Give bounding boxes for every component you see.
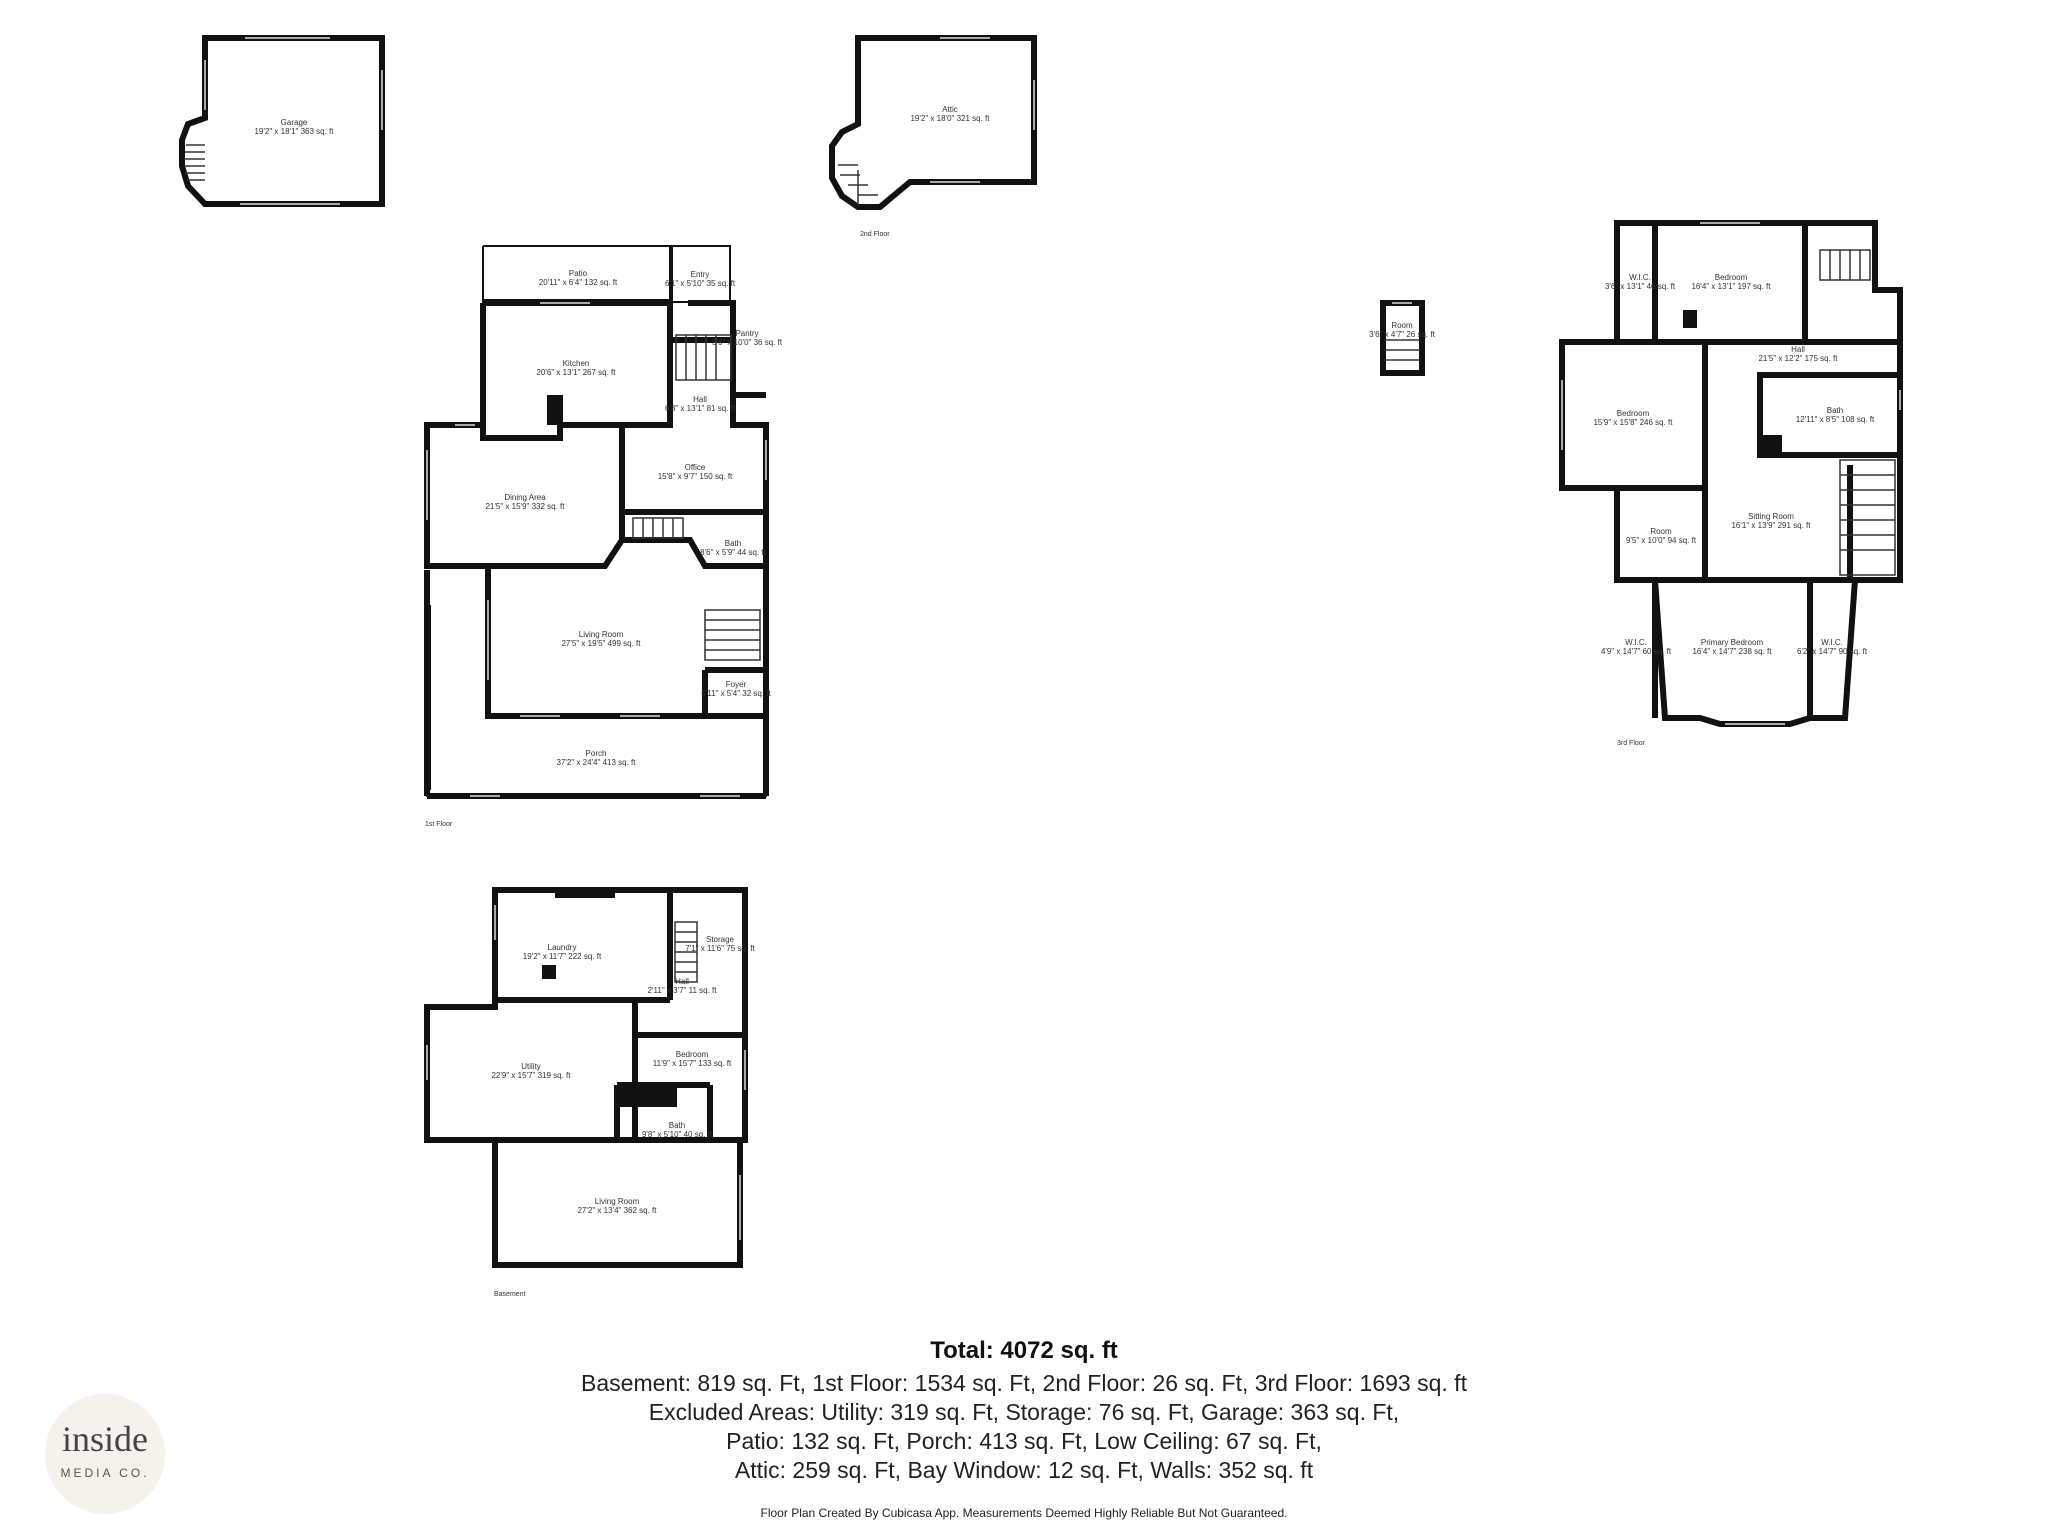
room-dims: 4'9" x 14'7" 60 sq. ft [1601, 647, 1672, 656]
room-name: Bedroom [1617, 409, 1650, 418]
room-name: W.I.C. [1821, 638, 1843, 647]
third-floor-plan: W.I.C. 3'6" x 13'1" 46 sq. ft Bedroom 16… [1559, 220, 1903, 747]
room-dims: 21'5" x 12'2" 175 sq. ft [1758, 354, 1838, 363]
room-name: Garage [281, 118, 308, 127]
floor-plan: Garage 19'2" x 18'1" 363 sq. ft Attic 19… [179, 35, 1903, 1298]
summary-line: Patio: 132 sq. Ft, Porch: 413 sq. Ft, Lo… [726, 1428, 1322, 1454]
room-name: Patio [569, 269, 588, 278]
floor-title: 1st Floor [425, 821, 453, 828]
room-name: W.I.C. [1629, 273, 1651, 282]
company-logo: inside MEDIA CO. [45, 1394, 165, 1514]
room-name: Hall [693, 395, 707, 404]
room-name: Hall [675, 977, 689, 986]
room-name: Bedroom [1715, 273, 1748, 282]
room-name: Storage [706, 935, 735, 944]
room-dims: 3'6" x 4'7" 26 sq. ft [1369, 330, 1435, 339]
room-name: Room [1650, 527, 1672, 536]
room-dims: 16'4" x 14'7" 238 sq. ft [1692, 647, 1772, 656]
room-dims: 15'9" x 15'8" 246 sq. ft [1593, 418, 1673, 427]
room-dims: 27'2" x 13'4" 362 sq. ft [577, 1206, 657, 1215]
room-dims: 3'6" x 13'1" 46 sq. ft [1605, 282, 1676, 291]
room-name: Kitchen [563, 359, 590, 368]
room-dims: 16'1" x 13'9" 291 sq. ft [1731, 521, 1811, 530]
room-dims: 11'9" x 15'7" 133 sq. ft [653, 1059, 732, 1068]
room-dims: 8'6" x 5'9" 44 sq. ft [700, 548, 766, 557]
room-name: Hall [1791, 345, 1805, 354]
second-floor-small-room: Room 3'6" x 4'7" 26 sq. ft [1369, 300, 1436, 376]
room-name: Laundry [548, 943, 577, 952]
room-dims: 19'2" x 18'0" 321 sq. ft [910, 114, 990, 123]
floor-title: 2nd Floor [860, 231, 890, 238]
basement-plan: Laundry 19'2" x 11'7" 222 sq. ft Storage… [424, 887, 756, 1298]
summary-line: Excluded Areas: Utility: 319 sq. Ft, Sto… [648, 1399, 1400, 1425]
room-name: Entry [691, 270, 710, 279]
room-name: Utility [521, 1062, 541, 1071]
room-dims: 21'5" x 15'9" 332 sq. ft [485, 502, 565, 511]
attic-plan: Attic 19'2" x 18'0" 321 sq. ft 2nd Floor [829, 35, 1037, 238]
room-dims: 3'6" x 10'0" 36 sq. ft [712, 338, 783, 347]
room-name: Sitting Room [1748, 512, 1794, 521]
room-dims: 22'9" x 15'7" 319 sq. ft [491, 1071, 571, 1080]
room-dims: 6'1" x 5'10" 35 sq. ft [665, 279, 736, 288]
room-dims: 27'5" x 19'5" 499 sq. ft [561, 639, 641, 648]
room-dims: 9'5" x 10'0" 94 sq. ft [1626, 536, 1697, 545]
room-name: Primary Bedroom [1701, 638, 1764, 647]
room-name: Living Room [579, 630, 624, 639]
room-name: Room [1391, 321, 1413, 330]
room-dims: 15'8" x 9'7" 150 sq. ft [658, 472, 733, 481]
room-dims: 19'2" x 11'7" 222 sq. ft [523, 952, 602, 961]
disclaimer: Floor Plan Created By Cubicasa App. Meas… [760, 1506, 1288, 1520]
room-name: Bath [725, 539, 741, 548]
room-dims: 12'11" x 8'5" 108 sq. ft [1796, 415, 1875, 424]
room-dims: 7'1" x 11'6" 75 sq. ft [685, 944, 755, 953]
first-floor-plan: Patio 20'11" x 6'4" 132 sq. ft Entry 6'1… [424, 245, 783, 828]
floor-title: 3rd Floor [1617, 740, 1646, 747]
logo-word: inside [62, 1419, 148, 1459]
room-name: Dining Area [504, 493, 546, 502]
summary-line: Attic: 259 sq. Ft, Bay Window: 12 sq. Ft… [734, 1457, 1314, 1483]
room-name: Porch [586, 749, 607, 758]
room-name: Office [685, 463, 706, 472]
room-dims: 19'2" x 18'1" 363 sq. ft [254, 127, 334, 136]
room-name: Attic [942, 105, 958, 114]
room-dims: 37'2" x 24'4" 413 sq. ft [556, 758, 636, 767]
room-name: Bedroom [676, 1050, 709, 1059]
room-name: Foyer [726, 680, 747, 689]
room-dims: 20'6" x 13'1" 267 sq. ft [536, 368, 616, 377]
room-dims: 9'8" x 5'10" 40 sq. ft [642, 1130, 713, 1139]
room-dims: 20'11" x 6'4" 132 sq. ft [539, 278, 618, 287]
room-dims: 2'11" x 3'7" 11 sq. ft [648, 986, 718, 995]
room-name: W.I.C. [1625, 638, 1647, 647]
room-name: Pantry [735, 329, 758, 338]
room-name: Bath [669, 1121, 685, 1130]
room-dims: 6'2" x 14'7" 90 sq. ft [1797, 647, 1868, 656]
room-dims: 6'3" x 13'1" 81 sq. ft [665, 404, 736, 413]
room-dims: 16'4" x 13'1" 197 sq. ft [1691, 282, 1771, 291]
total-area: Total: 4072 sq. ft [930, 1337, 1118, 1364]
room-dims: 5'11" x 5'4" 32 sq. ft [701, 689, 771, 698]
summary-line: Basement: 819 sq. Ft, 1st Floor: 1534 sq… [581, 1370, 1467, 1396]
garage-plan: Garage 19'2" x 18'1" 363 sq. ft [179, 35, 385, 207]
logo-subtitle: MEDIA CO. [60, 1466, 150, 1480]
room-name: Bath [1827, 406, 1843, 415]
floor-title: Basement [494, 1291, 526, 1298]
room-name: Living Room [595, 1197, 640, 1206]
